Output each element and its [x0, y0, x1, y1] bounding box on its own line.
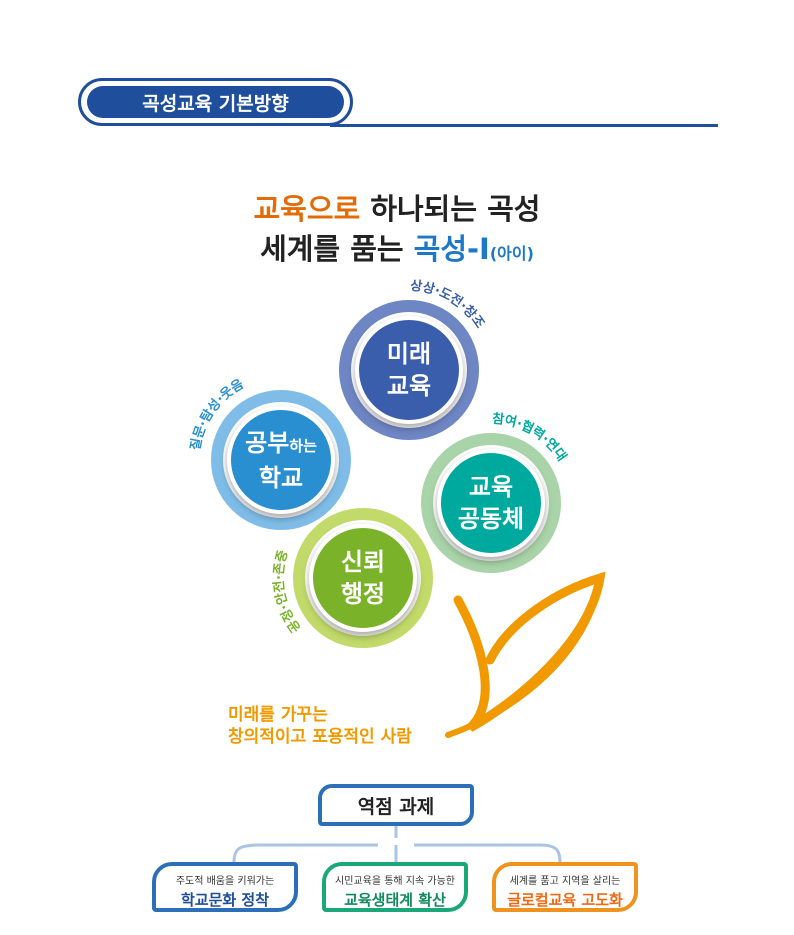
task-title: 학교문화 정착 — [180, 891, 270, 909]
vision-line-1: 교육으로 하나되는 곡성 — [0, 186, 794, 228]
leaf-shape — [453, 571, 606, 732]
header-divider — [330, 124, 718, 127]
task-subtitle: 주도적 배움을 키워가는 — [175, 876, 275, 887]
vision-text: 세계를 품는 — [260, 232, 414, 266]
task-title: 글로컬교육 고도화 — [507, 891, 623, 909]
ring-future — [339, 300, 479, 440]
task-subtitle: 세계를 품고 지역을 살리는 — [509, 876, 621, 887]
task-subtitle: 시민교육을 통해 지속 가능한 — [335, 876, 455, 887]
slogan-line-1: 미래를 가꾸는 — [228, 705, 328, 725]
ring-community — [421, 433, 561, 573]
vision-text: 하나되는 곡성 — [360, 192, 541, 226]
task-connectors — [232, 826, 562, 863]
slogan-line-2: 창의적이고 포용적인 사람 — [228, 727, 412, 747]
key-tasks-title: 역점 과제 — [318, 784, 474, 826]
vision-highlight: 교육으로 — [253, 192, 361, 226]
section-header: 곡성교육 기본방향 — [78, 78, 353, 126]
vision-highlight: 곡성-I — [413, 232, 490, 266]
ring-school — [211, 390, 351, 530]
task-title: 교육생태계 확산 — [344, 891, 446, 909]
section-title: 곡성교육 기본방향 — [87, 86, 344, 118]
vision-suffix: (아이) — [489, 244, 534, 263]
ring-admin — [293, 508, 433, 648]
vision-line-2: 세계를 품는 곡성-I(아이) — [0, 226, 794, 268]
leaf-stem — [445, 575, 603, 738]
